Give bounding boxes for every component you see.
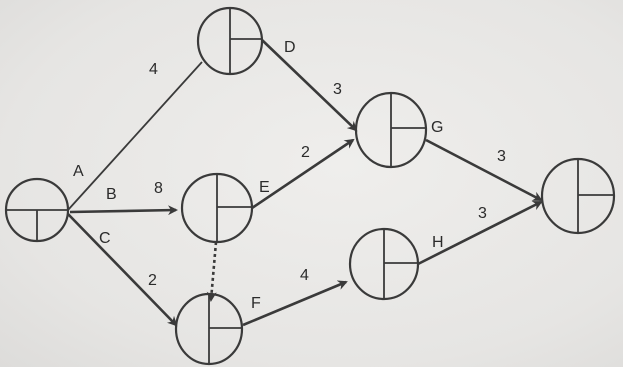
duration-f: 4	[300, 267, 309, 284]
duration-g: 3	[497, 148, 506, 165]
duration-h: 3	[478, 205, 487, 222]
label-h: H	[432, 234, 444, 251]
duration-d: 3	[333, 81, 342, 98]
node-7	[540, 157, 616, 235]
duration-b: 8	[154, 180, 163, 197]
edge-f	[242, 280, 348, 327]
label-f: F	[251, 295, 261, 312]
label-a: A	[73, 163, 84, 180]
edge-e	[251, 138, 355, 210]
node-3	[180, 172, 254, 244]
duration-a: 4	[149, 61, 158, 78]
label-c: C	[99, 230, 111, 247]
edge-a	[67, 61, 203, 211]
label-e: E	[259, 179, 270, 196]
node-5	[174, 292, 244, 366]
edge-g	[425, 138, 543, 202]
node-2	[196, 6, 264, 76]
label-b: B	[106, 186, 117, 203]
duration-e: 2	[301, 144, 310, 161]
edge-c	[67, 213, 178, 327]
edge-h	[417, 200, 543, 266]
label-d: D	[284, 39, 296, 56]
node-4	[354, 91, 428, 169]
edge-b	[69, 205, 178, 216]
duration-c: 2	[148, 272, 157, 289]
node-1	[4, 177, 70, 243]
label-g: G	[431, 119, 443, 136]
edge-dummy	[206, 241, 218, 302]
node-6	[348, 227, 420, 301]
edge-d	[261, 39, 358, 132]
